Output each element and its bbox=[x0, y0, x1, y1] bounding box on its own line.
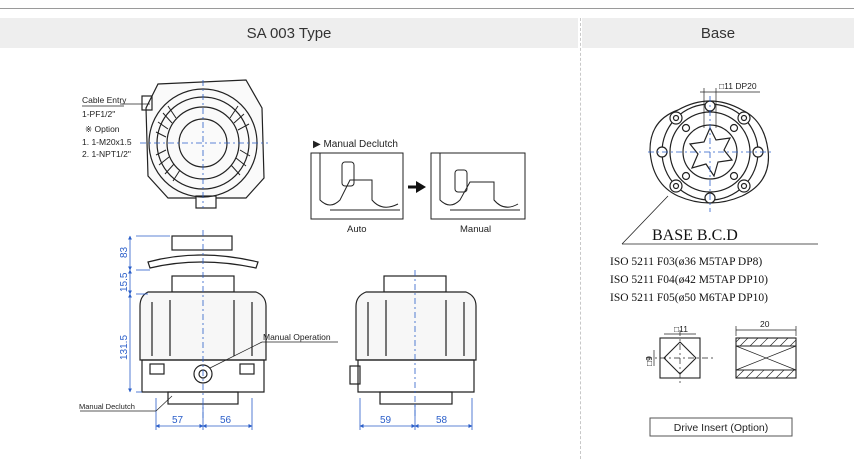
bcd-title: BASE B.C.D bbox=[652, 227, 738, 244]
cable-entry-value: 1-PF1/2" bbox=[82, 109, 115, 119]
iso-line-1: ISO 5211 F03(ø36 M5TAP DP8) bbox=[610, 256, 762, 268]
drive-insert-caption-box bbox=[649, 417, 793, 437]
manual-operation-label: Manual Operation bbox=[263, 332, 331, 342]
cable-entry-label: Cable Entry bbox=[82, 95, 127, 105]
option-item-1: 1. 1-M20x1.5 bbox=[82, 137, 132, 147]
side-dimensions bbox=[359, 398, 473, 430]
dim-56: 56 bbox=[220, 415, 232, 426]
dim-15-5: 15.5 bbox=[119, 272, 130, 292]
drive-insert-caption: Drive Insert (Option) bbox=[674, 422, 769, 434]
manual-declutch-label: Manual Declutch bbox=[79, 402, 135, 411]
dim-59: 59 bbox=[380, 415, 392, 426]
manual-label: Manual bbox=[460, 224, 491, 235]
base-flange-drawing bbox=[621, 88, 818, 245]
declutch-manual-detail bbox=[430, 152, 526, 220]
header-base: Base bbox=[582, 18, 854, 48]
drive-insert-drawing bbox=[646, 326, 797, 386]
option-item-2: 2. 1-NPT1/2" bbox=[82, 149, 131, 159]
insert-square-label: □11 bbox=[674, 324, 688, 334]
manual-operation-leader bbox=[209, 341, 263, 369]
top-view-drawing bbox=[120, 79, 268, 209]
declutch-arrow bbox=[408, 181, 426, 193]
dp-label: □11 DP20 bbox=[719, 81, 757, 91]
option-label: ※ Option bbox=[85, 124, 120, 134]
dim-57: 57 bbox=[172, 415, 184, 426]
header-sa003-type: SA 003 Type bbox=[0, 18, 578, 48]
side-view-drawing bbox=[349, 270, 477, 418]
auto-label: Auto bbox=[347, 224, 367, 235]
iso-line-3: ISO 5211 F05(ø50 M6TAP DP10) bbox=[610, 292, 768, 304]
front-view-drawing bbox=[139, 230, 267, 418]
declutch-auto-detail bbox=[310, 152, 404, 220]
front-dimensions bbox=[128, 235, 253, 430]
dim-58: 58 bbox=[436, 415, 448, 426]
section-divider bbox=[580, 18, 581, 459]
insert-width-label: 20 bbox=[760, 319, 770, 329]
insert-side-label: □9 bbox=[644, 356, 654, 366]
top-rule bbox=[0, 8, 854, 9]
iso-line-2: ISO 5211 F04(ø42 M5TAP DP10) bbox=[610, 274, 768, 286]
manual-declutch-title: ▶ Manual Declutch bbox=[313, 139, 398, 150]
dim-83: 83 bbox=[119, 246, 130, 258]
dim-131-5: 131.5 bbox=[119, 335, 130, 360]
